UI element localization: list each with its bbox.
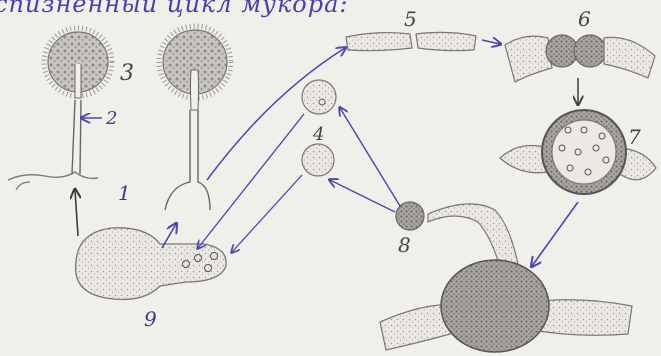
- arrow-5-to-6: [482, 40, 500, 44]
- label-3: 3: [120, 61, 134, 86]
- arrow-4b-to-9: [232, 175, 302, 252]
- sporangiophore-1: [159, 26, 231, 210]
- arrow-9-to-3: [75, 190, 78, 236]
- label-6: 6: [578, 7, 591, 31]
- label-8: 8: [398, 233, 411, 257]
- label-5: 5: [404, 7, 417, 31]
- gametangia-contact-5: [346, 32, 476, 50]
- gametangia-fusion-6: [505, 35, 655, 82]
- arrow-8-to-4a: [340, 108, 400, 206]
- label-2: 2: [105, 108, 117, 129]
- arrow-4a-to-9: [198, 114, 304, 248]
- sporangiophore-3: [8, 28, 112, 190]
- label-7: 7: [628, 125, 641, 149]
- germination-8: [380, 202, 632, 352]
- zygospore-7: [500, 110, 656, 194]
- arrow-7-to-8: [532, 202, 578, 266]
- label-9: 9: [144, 307, 157, 331]
- label-1: 1: [118, 181, 131, 205]
- arrow-8-to-4b: [330, 180, 395, 212]
- label-4: 4: [312, 124, 324, 145]
- germinating-spore-9: [76, 228, 227, 300]
